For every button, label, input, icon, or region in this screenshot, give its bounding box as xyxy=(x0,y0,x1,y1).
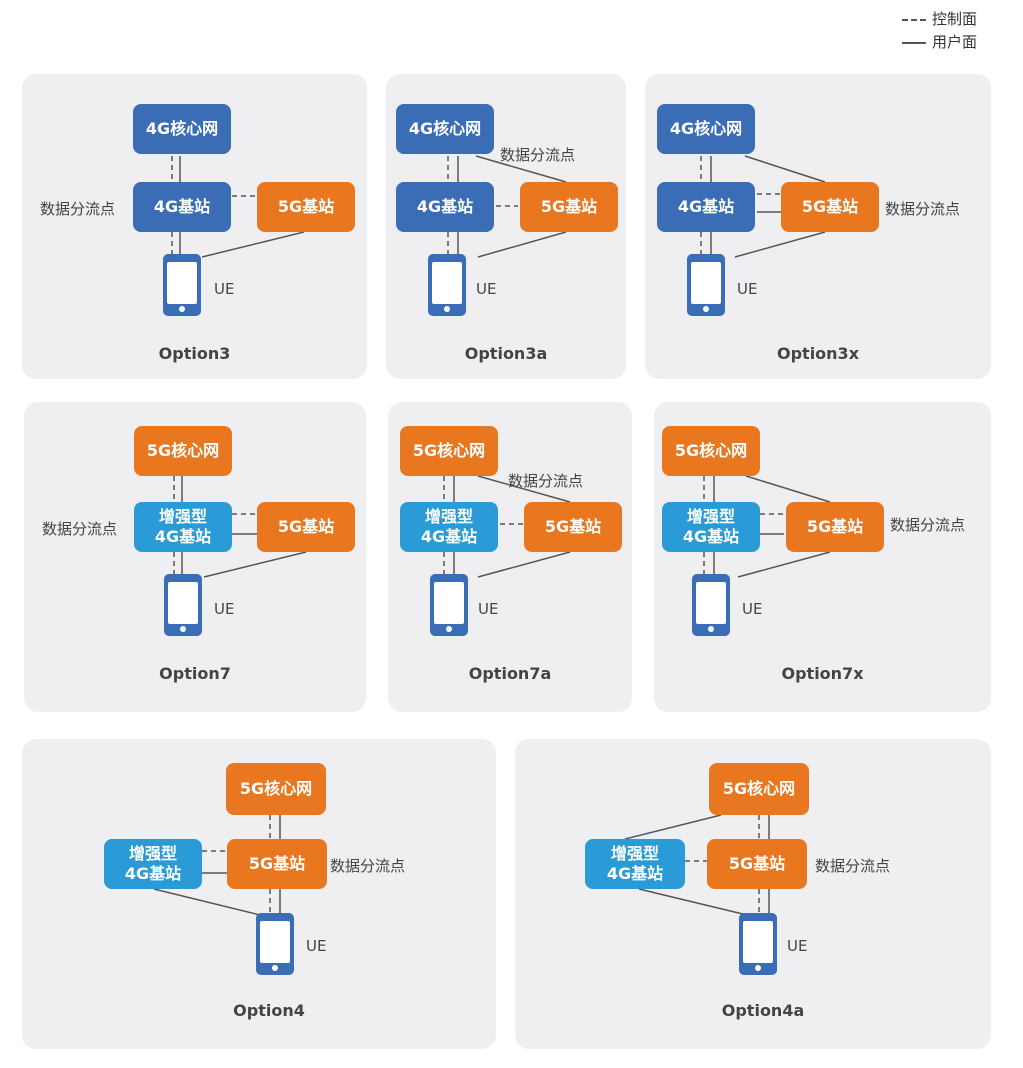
core-5g: 5G核心网 xyxy=(400,426,498,476)
ue-label: UE xyxy=(476,280,497,298)
panel-caption: Option7 xyxy=(159,664,231,683)
dashed-line-icon xyxy=(901,18,926,21)
gnb-5g: 5G基站 xyxy=(786,502,884,552)
panel-option3x: 4G核心网 4G基站 5G基站 数据分流点 UE Option3x xyxy=(645,74,991,379)
ue-label: UE xyxy=(478,600,499,618)
phone-icon xyxy=(256,913,294,975)
panel-option4: 5G核心网 增强型 4G基站 5G基站 数据分流点 UE Option4 xyxy=(22,739,496,1049)
enh-line2: 4G基站 xyxy=(420,527,478,546)
enh-line2: 4G基站 xyxy=(124,864,182,883)
split-point-label: 数据分流点 xyxy=(815,857,891,875)
panel-caption: Option7x xyxy=(781,664,864,683)
connection-lines xyxy=(703,475,831,578)
panel-option4a: 5G核心网 增强型 4G基站 5G基站 数据分流点 UE Option4a xyxy=(515,739,991,1049)
connection-lines xyxy=(447,155,567,258)
connection-lines xyxy=(624,814,770,916)
split-point-label: 数据分流点 xyxy=(885,200,961,218)
core-5g: 5G核心网 xyxy=(662,426,760,476)
gnb-5g: 5G基站 xyxy=(524,502,622,552)
gnb-5g: 5G基站 xyxy=(257,502,355,552)
phone-icon xyxy=(692,574,730,636)
enh-line1: 增强型 xyxy=(128,844,177,863)
connection-lines xyxy=(173,476,307,578)
phone-icon xyxy=(428,254,466,316)
enhanced-enb: 增强型 4G基站 xyxy=(134,502,232,552)
enh-line2: 4G基站 xyxy=(154,527,212,546)
solid-line-icon xyxy=(901,41,926,44)
panel-caption: Option7a xyxy=(468,664,552,683)
panel-caption: Option4 xyxy=(233,1001,305,1020)
panel-caption: Option3a xyxy=(464,344,548,363)
enhanced-enb: 增强型 4G基站 xyxy=(104,839,202,889)
connection-lines xyxy=(153,815,281,916)
split-point-label: 数据分流点 xyxy=(508,472,584,490)
phone-icon xyxy=(739,913,777,975)
gnb-5g: 5G基站 xyxy=(257,182,355,232)
connection-lines xyxy=(171,156,305,258)
ue-label: UE xyxy=(742,600,763,618)
ue-label: UE xyxy=(787,937,808,955)
enh-line1: 增强型 xyxy=(686,507,735,526)
core-5g: 5G核心网 xyxy=(134,426,232,476)
panel-caption: Option3 xyxy=(158,344,231,363)
legend-user-plane: 用户面 xyxy=(901,31,977,54)
enh-line2: 4G基站 xyxy=(606,864,664,883)
enh-line1: 增强型 xyxy=(424,507,473,526)
ue-label: UE xyxy=(306,937,327,955)
ue-label: UE xyxy=(214,280,235,298)
legend: 控制面 用户面 xyxy=(901,8,977,54)
connection-lines xyxy=(700,155,826,258)
phone-icon xyxy=(164,574,202,636)
enh-line2: 4G基站 xyxy=(682,527,740,546)
panel-option7a: 5G核心网 数据分流点 增强型 4G基站 5G基站 UE Option7a xyxy=(388,402,632,712)
panel-option3: 4G核心网 4G基站 5G基站 数据分流点 UE Option3 xyxy=(22,74,367,379)
panel-caption: Option4a xyxy=(721,1001,805,1020)
panel-option7: 5G核心网 增强型 4G基站 5G基站 数据分流点 UE Option7 xyxy=(24,402,366,712)
core-4g: 4G核心网 xyxy=(657,104,755,154)
phone-icon xyxy=(687,254,725,316)
gnb-5g: 5G基站 xyxy=(707,839,807,889)
core-5g: 5G核心网 xyxy=(709,763,809,815)
panel-caption: Option3x xyxy=(776,344,860,363)
gnb-5g: 5G基站 xyxy=(227,839,327,889)
ue-label: UE xyxy=(214,600,235,618)
gnb-5g: 5G基站 xyxy=(781,182,879,232)
core-4g: 4G核心网 xyxy=(133,104,231,154)
split-point-label: 数据分流点 xyxy=(330,857,406,875)
legend-user-label: 用户面 xyxy=(931,33,977,51)
split-point-label: 数据分流点 xyxy=(40,200,116,218)
connection-lines xyxy=(443,475,571,578)
enhanced-enb: 增强型 4G基站 xyxy=(400,502,498,552)
gnb-5g: 5G基站 xyxy=(520,182,618,232)
enhanced-enb: 增强型 4G基站 xyxy=(662,502,760,552)
panel-option3a: 4G核心网 数据分流点 4G基站 5G基站 UE Option3a xyxy=(386,74,626,379)
panel-option7x: 5G核心网 增强型 4G基站 5G基站 数据分流点 UE Option7x xyxy=(654,402,991,712)
phone-icon xyxy=(430,574,468,636)
enh-line1: 增强型 xyxy=(158,507,207,526)
ue-label: UE xyxy=(737,280,758,298)
legend-control-label: 控制面 xyxy=(931,10,977,28)
split-point-label: 数据分流点 xyxy=(500,146,576,164)
core-5g: 5G核心网 xyxy=(226,763,326,815)
core-4g: 4G核心网 xyxy=(396,104,494,154)
enh-line1: 增强型 xyxy=(610,844,659,863)
enb-4g: 4G基站 xyxy=(657,182,755,232)
split-point-label: 数据分流点 xyxy=(890,516,966,534)
enhanced-enb: 增强型 4G基站 xyxy=(585,839,685,889)
enb-4g: 4G基站 xyxy=(133,182,231,232)
split-point-label: 数据分流点 xyxy=(42,520,118,538)
phone-icon xyxy=(163,254,201,316)
legend-control-plane: 控制面 xyxy=(901,8,977,31)
enb-4g: 4G基站 xyxy=(396,182,494,232)
